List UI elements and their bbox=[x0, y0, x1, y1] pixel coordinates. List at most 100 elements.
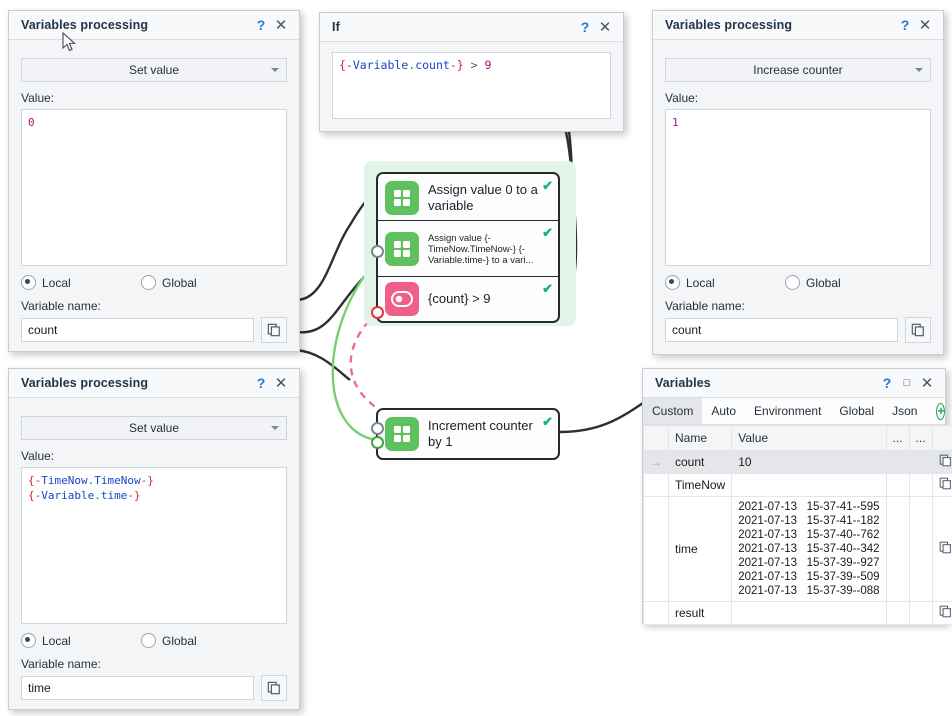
table-row[interactable]: time 2021-07-13 15-37-41--595 2021-07-13… bbox=[643, 496, 952, 602]
value-line-2: {-Variable.time-} bbox=[28, 488, 280, 503]
variable-name-value: count bbox=[28, 323, 58, 337]
value-label: Value: bbox=[665, 91, 699, 105]
flow-node-condition[interactable]: {count} > 9 ✔ bbox=[376, 276, 560, 323]
dialog-title-bar: If ? ✕ bbox=[320, 13, 623, 42]
variable-name-input[interactable]: count bbox=[21, 318, 254, 342]
row-name: result bbox=[667, 601, 733, 625]
flow-node-increment[interactable]: Increment counter by 1 ✔ bbox=[376, 408, 560, 460]
flow-node-label: {count} > 9 bbox=[428, 291, 491, 306]
table-row[interactable]: TimeNow bbox=[643, 473, 952, 497]
radio-local[interactable]: Local bbox=[21, 275, 141, 290]
copy-button[interactable] bbox=[261, 675, 287, 701]
value-line-1: {-TimeNow.TimeNow-} bbox=[28, 473, 280, 488]
radio-global[interactable]: Global bbox=[141, 633, 197, 648]
scope-radio-group: Local Global bbox=[665, 275, 931, 290]
help-icon[interactable]: ? bbox=[256, 17, 266, 33]
value-label: Value: bbox=[21, 449, 55, 463]
table-row[interactable]: → count 10 bbox=[643, 450, 952, 474]
add-variable-icon[interactable]: + bbox=[936, 402, 946, 420]
variable-name-row: count bbox=[665, 317, 931, 343]
action-dropdown-label: Set value bbox=[128, 421, 180, 435]
action-dropdown-label: Increase counter bbox=[753, 63, 843, 77]
dialog-body: Set value Value: {-TimeNow.TimeNow-} {-V… bbox=[9, 398, 299, 713]
radio-local-label: Local bbox=[42, 275, 71, 290]
tab-environment[interactable]: Environment bbox=[754, 404, 822, 418]
flow-node-assign-zero[interactable]: Assign value 0 to a variable ✔ bbox=[376, 172, 560, 223]
row-copy-cell[interactable] bbox=[931, 496, 952, 602]
token-namespace: Variable bbox=[352, 58, 409, 72]
radio-global-label: Global bbox=[162, 633, 197, 648]
copy-icon bbox=[939, 477, 951, 490]
radio-global[interactable]: Global bbox=[141, 275, 197, 290]
dialog-set-value-count[interactable]: Variables processing ? ✕ Set value Value… bbox=[8, 10, 300, 352]
radio-dot-icon bbox=[141, 633, 156, 648]
action-dropdown[interactable]: Set value bbox=[21, 416, 287, 440]
tab-global[interactable]: Global bbox=[839, 404, 875, 418]
radio-global-label: Global bbox=[162, 275, 197, 290]
table-row[interactable]: result bbox=[643, 601, 952, 625]
page-title: If bbox=[332, 20, 340, 34]
close-icon[interactable]: ✕ bbox=[274, 375, 288, 392]
col-value: Value bbox=[731, 425, 887, 451]
dialog-if[interactable]: If ? ✕ {-Variable.count-} > 9 bbox=[319, 12, 624, 132]
maximize-icon[interactable]: □ bbox=[903, 377, 911, 389]
token-namespace: Variable bbox=[41, 489, 95, 502]
row-value: 10 bbox=[731, 450, 887, 474]
copy-button[interactable] bbox=[905, 317, 931, 343]
help-icon[interactable]: ? bbox=[900, 17, 910, 33]
port-increment-in[interactable] bbox=[371, 422, 384, 435]
radio-local[interactable]: Local bbox=[665, 275, 785, 290]
page-title: Variables bbox=[655, 376, 711, 390]
close-icon[interactable]: ✕ bbox=[274, 17, 288, 34]
close-icon[interactable]: ✕ bbox=[920, 375, 934, 392]
status-check-icon: ✔ bbox=[542, 281, 553, 296]
copy-button[interactable] bbox=[261, 317, 287, 343]
radio-dot-icon bbox=[21, 275, 36, 290]
flow-node-label: Assign value {-TimeNow.TimeNow-} {-Varia… bbox=[428, 232, 534, 266]
condition-editor[interactable]: {-Variable.count-} > 9 bbox=[332, 52, 611, 119]
row-name: TimeNow bbox=[667, 473, 733, 497]
help-icon[interactable]: ? bbox=[580, 19, 590, 35]
action-dropdown[interactable]: Set value bbox=[21, 58, 287, 82]
port-assign-time-in[interactable] bbox=[371, 245, 384, 258]
row-copy-cell[interactable] bbox=[931, 473, 952, 497]
help-icon[interactable]: ? bbox=[882, 375, 892, 391]
row-copy-cell[interactable] bbox=[931, 601, 952, 625]
value-editor[interactable]: 0 bbox=[21, 109, 287, 266]
panel-variables[interactable]: Variables ? □ ✕ Custom Auto Environment … bbox=[642, 368, 952, 625]
variable-name-input[interactable]: time bbox=[21, 676, 254, 700]
flow-node-label: Increment counter by 1 bbox=[428, 418, 533, 449]
value-editor[interactable]: {-TimeNow.TimeNow-} {-Variable.time-} bbox=[21, 467, 287, 624]
close-icon[interactable]: ✕ bbox=[918, 17, 932, 34]
radio-dot-icon bbox=[141, 275, 156, 290]
variable-name-input[interactable]: count bbox=[665, 318, 898, 342]
radio-local-label: Local bbox=[686, 275, 715, 290]
dialog-body: Set value Value: 0 Local Global Variable… bbox=[9, 40, 299, 355]
row-copy-cell[interactable] bbox=[931, 450, 952, 474]
radio-local[interactable]: Local bbox=[21, 633, 141, 648]
dialog-increase-counter[interactable]: Variables processing ? ✕ Increase counte… bbox=[652, 10, 944, 355]
port-increment-out[interactable] bbox=[371, 436, 384, 449]
tab-json[interactable]: Json bbox=[892, 404, 918, 418]
dialog-set-value-time[interactable]: Variables processing ? ✕ Set value Value… bbox=[8, 368, 300, 710]
copy-icon bbox=[267, 323, 280, 337]
tab-auto[interactable]: Auto bbox=[711, 404, 737, 418]
radio-dot-icon bbox=[785, 275, 800, 290]
value-editor[interactable]: 1 bbox=[665, 109, 931, 266]
help-icon[interactable]: ? bbox=[256, 375, 266, 391]
radio-dot-icon bbox=[665, 275, 680, 290]
action-dropdown[interactable]: Increase counter bbox=[665, 58, 931, 82]
row-marker bbox=[643, 601, 669, 625]
row-extra-2 bbox=[908, 496, 933, 602]
row-value bbox=[731, 601, 887, 625]
value-label: Value: bbox=[21, 91, 55, 105]
flow-node-assign-time[interactable]: Assign value {-TimeNow.TimeNow-} {-Varia… bbox=[376, 220, 560, 278]
col-actions bbox=[931, 425, 952, 451]
radio-global[interactable]: Global bbox=[785, 275, 841, 290]
variables-tab-bar: Custom Auto Environment Global Json + ▾ bbox=[643, 398, 946, 425]
tab-custom[interactable]: Custom bbox=[643, 398, 703, 424]
chevron-down-icon bbox=[915, 68, 923, 72]
close-icon[interactable]: ✕ bbox=[598, 19, 612, 36]
port-condition-false-out[interactable] bbox=[371, 306, 384, 319]
